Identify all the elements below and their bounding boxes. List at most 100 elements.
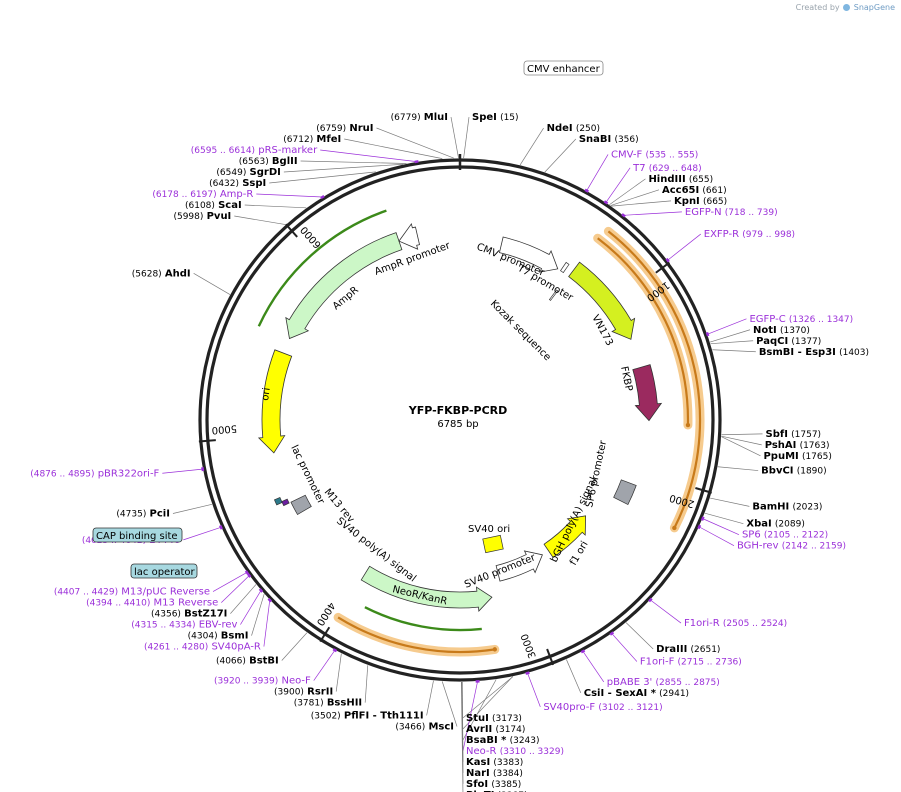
site-name-pcii: PciI — [150, 509, 170, 520]
site-coord-sv40pa-r: (4261 .. 4280) — [144, 643, 208, 653]
site-label-ppumi: PpuMI (1765) — [763, 451, 831, 462]
site-label-mlui: (6779) MluI — [391, 112, 448, 123]
ori-arrow — [257, 349, 293, 454]
site-name-f1ori-r: F1ori-R — [684, 618, 720, 629]
site-coord-pvui: (5998) — [173, 212, 203, 222]
site-name-pluti: PluTI — [466, 790, 494, 792]
leader-f1ori-r — [650, 599, 682, 624]
cap-binding-site-label: CAP binding site — [96, 531, 178, 542]
ampr-orf-line — [257, 209, 387, 327]
site-label-egfp-n: EGFP-N (718 .. 739) — [685, 207, 778, 218]
site-name-ahdi: AhdI — [165, 268, 191, 279]
site-name-m13-puc-reverse: M13/pUC Reverse — [121, 587, 210, 598]
site-label-scai: (6108) ScaI — [185, 200, 242, 211]
site-coord-ahdi: (5628) — [132, 269, 162, 279]
leader-msci — [441, 681, 458, 727]
leader-pbabe3 — [582, 651, 605, 683]
leader-neo-r — [462, 681, 478, 751]
site-label-csii: CsiI - SexAI * (2941) — [584, 688, 689, 699]
primer-mark-amp-r — [320, 194, 325, 200]
site-label-f1ori-r: F1ori-R (2505 .. 2524) — [684, 618, 787, 629]
neor-kanr-arrow — [360, 565, 493, 612]
site-label-f1ori-f: F1ori-F (2715 .. 2736) — [640, 656, 742, 667]
site-name-draiii: DraIII — [656, 644, 687, 655]
site-coord-amp-r: (6178 .. 6197) — [152, 190, 216, 200]
primer-mark-pbabe3 — [580, 649, 586, 654]
leader-stui — [462, 676, 514, 719]
tick-mark-5000 — [198, 439, 216, 443]
leader-spei — [463, 116, 470, 159]
site-label-bamhi: BamHI (2023) — [752, 501, 822, 512]
leader-pbr322ori-f — [162, 468, 203, 474]
primer-mark-exfp-r — [665, 257, 670, 263]
site-name-rsrii: RsrII — [307, 687, 333, 698]
tick-label-5000: 5000 — [211, 422, 237, 435]
site-coord-stui: (3173) — [492, 714, 522, 724]
site-label-pflfi: (3502) PflFI - Tth111I — [311, 710, 424, 721]
ampr-promoter-arrow — [398, 223, 420, 250]
created-by-prefix: Created by — [795, 3, 840, 12]
leader-sv40pa-r — [263, 600, 271, 647]
site-name-pshai: PshAI — [765, 440, 797, 451]
primer-mark-bgh-rev — [697, 524, 702, 530]
leader-kpni — [611, 200, 672, 207]
leader-pshai — [721, 435, 762, 446]
tick-label-4000: 4000 — [314, 600, 337, 627]
primer-mark-cmv-f — [584, 188, 589, 193]
site-name-snabi: SnaBI — [579, 134, 611, 145]
site-name-neo-r: Neo-R — [466, 746, 497, 757]
site-label-pcii: (4735) PciI — [116, 509, 170, 520]
plasmid-length: 6785 bp — [437, 419, 478, 430]
site-name-bstz17i: BstZ17I — [184, 609, 227, 620]
leader-scai — [244, 204, 307, 209]
cap-binding-site-box: CAP binding site — [92, 527, 183, 543]
site-name-stui: StuI — [466, 713, 489, 724]
site-name-mfei: MfeI — [316, 134, 341, 145]
site-coord-xbai: (2089) — [775, 520, 805, 530]
ampr-arrow — [285, 232, 403, 340]
site-label-ahdi: (5628) AhdI — [132, 268, 191, 279]
sv40-ori-label: SV40 ori — [468, 524, 510, 535]
primer-mark-t7 — [603, 200, 609, 205]
created-by-watermark: Created by SnapGene — [796, 3, 895, 12]
site-label-sv40pro-f: SV40pro-F (3102 .. 3121) — [543, 702, 662, 713]
site-coord-mfei: (6712) — [283, 135, 313, 145]
lac-operator-block — [281, 498, 290, 507]
site-name-bbvci: BbvCI — [761, 466, 793, 477]
site-label-noti: NotI (1370) — [753, 325, 810, 336]
site-name-neo-f: Neo-F — [281, 676, 311, 687]
sv40-promoter-arrow — [495, 550, 543, 582]
site-label-ndei: NdeI (250) — [547, 123, 600, 134]
site-coord-snabi: (356) — [614, 135, 638, 145]
leader-pflfi — [426, 680, 434, 716]
site-coord-pbabe3: (2855 .. 2875) — [656, 678, 720, 688]
primer-mark-f1ori-r — [648, 597, 653, 603]
site-name-scai: ScaI — [218, 200, 242, 211]
leader-egfp-c — [707, 318, 747, 335]
site-label-spei: SpeI (15) — [472, 112, 519, 123]
primer-mark-m13-puc-reverse — [244, 570, 250, 575]
site-name-avrii: AvrII — [466, 724, 492, 735]
site-coord-msci: (3466) — [395, 722, 425, 732]
site-name-msci: MscI — [428, 721, 454, 732]
site-label-sv40pa-r: (4261 .. 4280) SV40pA-R — [144, 642, 261, 653]
lac-operator-label: lac operator — [134, 567, 195, 578]
site-label-sgrdi: (6549) SgrDI — [216, 167, 280, 178]
leader-bsshii — [364, 665, 369, 703]
site-name-bsshii: BssHII — [327, 698, 362, 709]
tick-mark-1000 — [655, 261, 671, 274]
site-label-cmv-f: CMV-F (535 .. 555) — [611, 149, 698, 160]
leader-pvui — [234, 215, 286, 225]
site-name-bamhi: BamHI — [752, 501, 789, 512]
cmv-enhancer-label: CMV enhancer — [527, 64, 601, 75]
primer-mark-sp6 — [700, 516, 705, 521]
snapgene-logo-icon — [843, 4, 851, 11]
site-coord-ppumi: (1765) — [802, 452, 832, 462]
site-coord-egfp-c: (1326 .. 1347) — [789, 315, 853, 325]
site-coord-bstbi: (4066) — [216, 657, 246, 667]
site-name-bsabi: BsaBI * — [466, 735, 507, 746]
site-coord-sbfi: (1757) — [791, 430, 821, 440]
site-coord-pshai: (1763) — [800, 441, 830, 451]
site-label-bsshii: (3781) BssHII — [294, 698, 362, 709]
